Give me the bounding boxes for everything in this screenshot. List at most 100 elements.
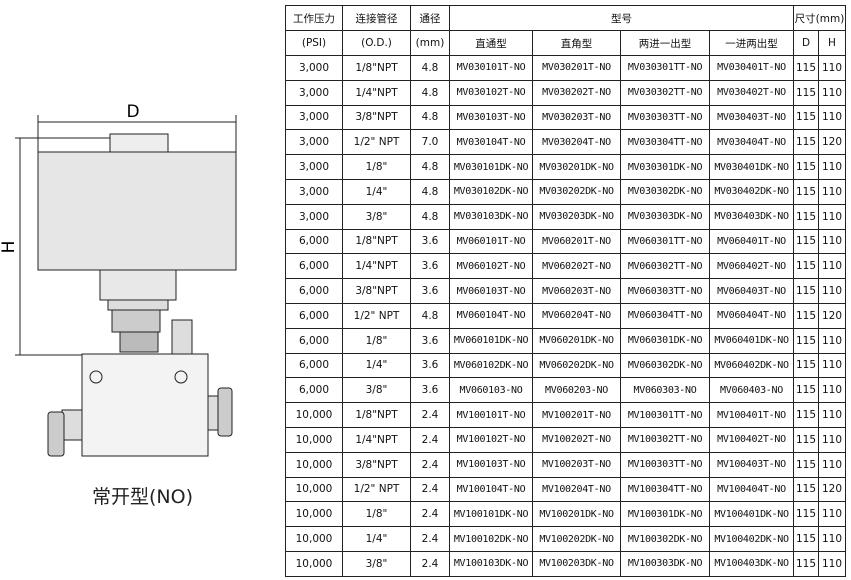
cell-pressure: 6,000 [285,302,343,329]
cell-size-h: 110 [818,501,846,528]
cell-model-one-in-two-out: MV060403-NO [709,377,794,404]
cell-model-angle: MV100201T-NO [532,402,621,428]
cell-model-angle: MV060201DK-NO [532,327,621,354]
cell-model-two-in-one-out: MV030301DK-NO [620,154,710,180]
cell-size-d: 115 [793,402,819,428]
cell-port: 3/8" [342,550,411,577]
cell-port: 1/4" [342,526,411,552]
cell-size-d: 115 [793,550,819,577]
cell-orifice: 4.8 [410,302,450,329]
cell-model-two-in-one-out: MV030303DK-NO [620,203,710,230]
cell-model-angle: MV100202T-NO [532,426,621,453]
dimension-d-label: D [126,102,139,122]
cell-size-h: 110 [818,327,846,354]
cell-model-two-in-one-out: MV100302DK-NO [620,526,710,552]
cell-size-h: 110 [818,451,846,478]
cell-model-angle: MV100204T-NO [532,476,621,503]
cell-orifice: 2.4 [410,451,450,478]
cell-size-d: 115 [793,203,819,230]
header-pressure-unit: (PSI) [285,30,343,56]
cell-size-d: 115 [793,451,819,478]
cell-model-straight: MV060102DK-NO [449,352,533,379]
cell-model-one-in-two-out: MV060401T-NO [709,228,794,255]
cell-size-d: 115 [793,352,819,379]
cell-pressure: 6,000 [285,377,343,404]
header-d: D [793,30,819,56]
cell-size-h: 110 [818,402,846,428]
cell-port: 1/2" NPT [342,129,411,156]
cell-model-one-in-two-out: MV060402DK-NO [709,352,794,379]
cell-model-straight: MV030103DK-NO [449,203,533,230]
cell-size-d: 115 [793,501,819,528]
dimension-h-label: H [0,241,19,254]
header-two-in-one-out: 两进一出型 [620,30,710,56]
cell-pressure: 6,000 [285,253,343,280]
cell-model-two-in-one-out: MV100303TT-NO [620,451,710,478]
header-straight: 直通型 [449,30,533,56]
cell-size-h: 110 [818,55,846,81]
cell-size-d: 115 [793,377,819,404]
cell-model-two-in-one-out: MV030304TT-NO [620,129,710,156]
cell-pressure: 10,000 [285,476,343,503]
cell-model-straight: MV030104T-NO [449,129,533,156]
cell-port: 1/4"NPT [342,426,411,453]
cell-orifice: 4.8 [410,154,450,180]
cell-model-straight: MV060103-NO [449,377,533,404]
cell-model-straight: MV060101DK-NO [449,327,533,354]
cell-size-h: 120 [818,129,846,156]
cell-port: 1/2" NPT [342,476,411,503]
cell-size-d: 115 [793,228,819,255]
cell-model-angle: MV030204T-NO [532,129,621,156]
cell-model-one-in-two-out: MV030402DK-NO [709,178,794,205]
cell-pressure: 6,000 [285,327,343,354]
cell-model-two-in-one-out: MV030303TT-NO [620,104,710,131]
cell-size-d: 115 [793,79,819,106]
cell-model-straight: MV100102T-NO [449,426,533,453]
cell-orifice: 3.6 [410,253,450,280]
header-size: 尺寸(mm) [793,5,846,31]
cell-model-two-in-one-out: MV060302DK-NO [620,352,710,379]
cell-port: 3/8"NPT [342,278,411,304]
cell-orifice: 2.4 [410,501,450,528]
cell-model-two-in-one-out: MV100301TT-NO [620,402,710,428]
cell-pressure: 3,000 [285,129,343,156]
cell-size-d: 115 [793,253,819,280]
cell-model-straight: MV030102T-NO [449,79,533,106]
cell-model-straight: MV030101T-NO [449,55,533,81]
cell-model-straight: MV100101T-NO [449,402,533,428]
cell-size-h: 110 [818,278,846,304]
header-port: 连接管径 [342,5,411,31]
cell-pressure: 10,000 [285,501,343,528]
header-pressure: 工作压力 [285,5,343,31]
header-one-in-two-out: 一进两出型 [709,30,794,56]
cell-model-two-in-one-out: MV030302DK-NO [620,178,710,205]
cell-size-h: 110 [818,79,846,106]
cell-model-one-in-two-out: MV100403DK-NO [709,550,794,577]
cell-pressure: 10,000 [285,451,343,478]
cell-model-straight: MV060101T-NO [449,228,533,255]
cell-model-one-in-two-out: MV030402T-NO [709,79,794,106]
cell-model-two-in-one-out: MV060303-NO [620,377,710,404]
cell-port: 3/8"NPT [342,451,411,478]
cell-model-two-in-one-out: MV100302TT-NO [620,426,710,453]
cell-size-d: 115 [793,278,819,304]
cell-size-h: 110 [818,203,846,230]
cell-orifice: 3.6 [410,327,450,354]
header-orifice-unit: (mm) [410,30,450,56]
cell-port: 1/8" [342,154,411,180]
cell-model-one-in-two-out: MV060404T-NO [709,302,794,329]
cell-pressure: 3,000 [285,178,343,205]
cell-model-one-in-two-out: MV100403T-NO [709,451,794,478]
cell-model-straight: MV030101DK-NO [449,154,533,180]
cell-size-d: 115 [793,526,819,552]
cell-model-straight: MV060103T-NO [449,278,533,304]
